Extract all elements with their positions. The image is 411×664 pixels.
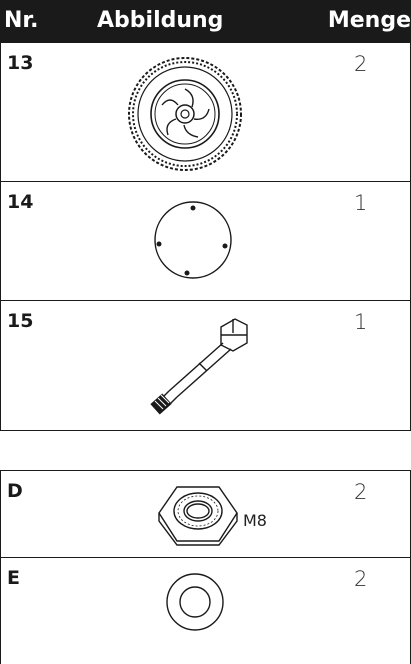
cover-disc-icon xyxy=(151,198,235,282)
part-quantity: 2 xyxy=(354,52,368,76)
parts-table: 13 2 14 xyxy=(0,43,411,431)
header-menge: Menge xyxy=(327,8,411,33)
table-row: D M8 2 xyxy=(1,471,410,557)
header-nr: Nr. xyxy=(4,8,39,33)
header-abbildung: Abbildung xyxy=(97,8,224,33)
part-quantity: 2 xyxy=(354,567,368,591)
part-number: D xyxy=(7,480,23,502)
part-quantity: 2 xyxy=(354,480,368,504)
table-header: Nr. Abbildung Menge xyxy=(0,0,411,43)
part-number: 14 xyxy=(7,191,34,213)
table-row: 15 xyxy=(1,300,410,430)
part-number: E xyxy=(7,567,20,589)
part-number: 13 xyxy=(7,52,34,74)
nut-size-label: M8 xyxy=(243,511,267,530)
table-row: 13 2 xyxy=(1,43,410,181)
bolt-icon xyxy=(137,313,265,417)
part-number: 15 xyxy=(7,310,34,332)
hex-nut-icon xyxy=(157,481,239,547)
table-row: E 2 xyxy=(1,557,410,664)
washer-icon xyxy=(163,570,227,634)
hardware-table: D M8 2 E xyxy=(0,470,411,664)
part-quantity: 1 xyxy=(354,310,368,334)
wheel-icon xyxy=(126,55,244,173)
part-quantity: 1 xyxy=(354,191,368,215)
table-row: 14 1 xyxy=(1,181,410,300)
